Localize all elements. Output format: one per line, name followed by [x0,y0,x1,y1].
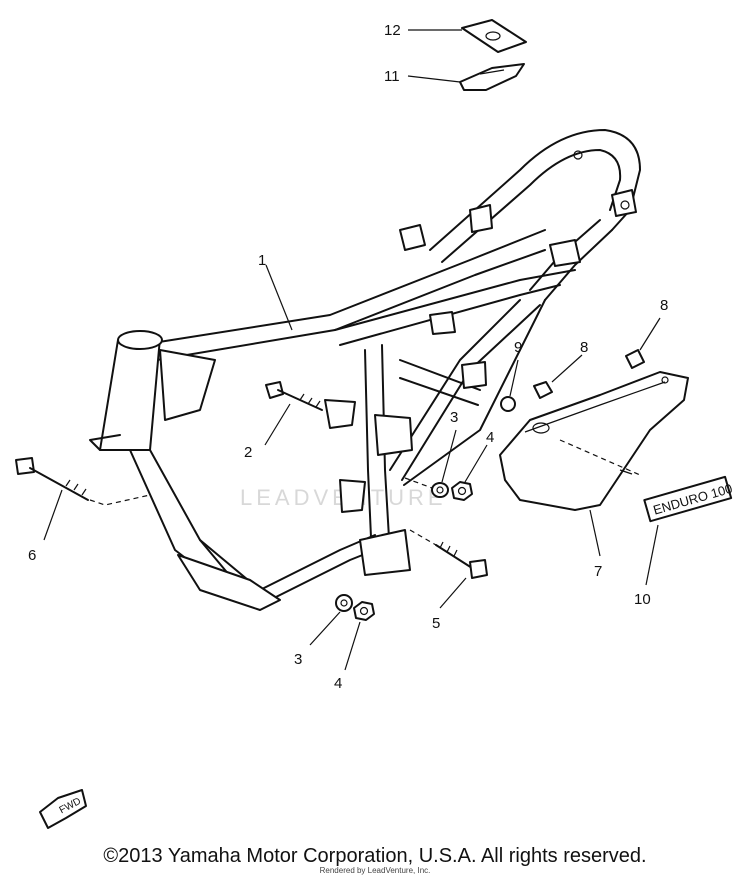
leader-10 [645,524,659,586]
part-11-damper [459,63,525,91]
callout-3-upper: 3 [450,409,458,426]
leader-6-dashed [89,494,151,506]
part-8-grommet-left [533,381,553,399]
part-3-washer-upper [431,482,449,498]
leader-5 [439,577,467,609]
callout-8-left: 8 [580,339,588,356]
callout-10: 10 [634,591,651,608]
callout-4-lower: 4 [334,675,342,692]
callout-9: 9 [514,339,522,356]
callout-3-lower: 3 [294,651,302,668]
fwd-arrow-icon: FWD [39,789,87,829]
axis-dash-upper [404,477,433,489]
copyright-notice: ©2013 Yamaha Motor Corporation, U.S.A. A… [103,845,647,867]
leader-6 [43,489,63,541]
leader-7 [589,509,601,557]
part-2-bolt [265,381,323,411]
callout-4-upper: 4 [486,429,494,446]
callout-2: 2 [244,444,252,461]
callout-8-right: 8 [660,297,668,314]
part-9-grommet [500,396,516,412]
part-8-grommet-right [625,349,645,369]
callout-12: 12 [384,22,401,39]
leader-11 [407,75,461,83]
callout-6: 6 [28,547,36,564]
part-3-washer-lower [335,594,353,612]
leader-8-right [639,317,661,351]
part-1-frame [89,129,641,611]
part-4-nut-lower [353,601,375,621]
leader-4-lower [344,621,361,671]
rendered-by-credit: Rendered by LeadVenture, Inc. [319,866,431,875]
part-5-bolt [435,541,488,579]
leader-3-upper [441,429,457,483]
leader-4-upper [464,444,488,483]
callout-7: 7 [594,563,602,580]
part-7-side-cover [499,371,689,511]
callout-11: 11 [384,68,400,85]
leader-3-lower [309,611,341,646]
part-4-nut-upper [451,481,473,501]
part-6-bolt [15,457,89,501]
axis-dash-5 [409,529,437,546]
leader-2 [264,403,291,446]
callout-1: 1 [258,252,266,269]
leader-9 [509,359,519,397]
leader-1 [265,264,293,331]
callout-5: 5 [432,615,440,632]
part-10-emblem: ENDURO 100 [643,475,734,523]
part-12-plate [461,19,527,53]
leader-8-left [551,354,583,383]
